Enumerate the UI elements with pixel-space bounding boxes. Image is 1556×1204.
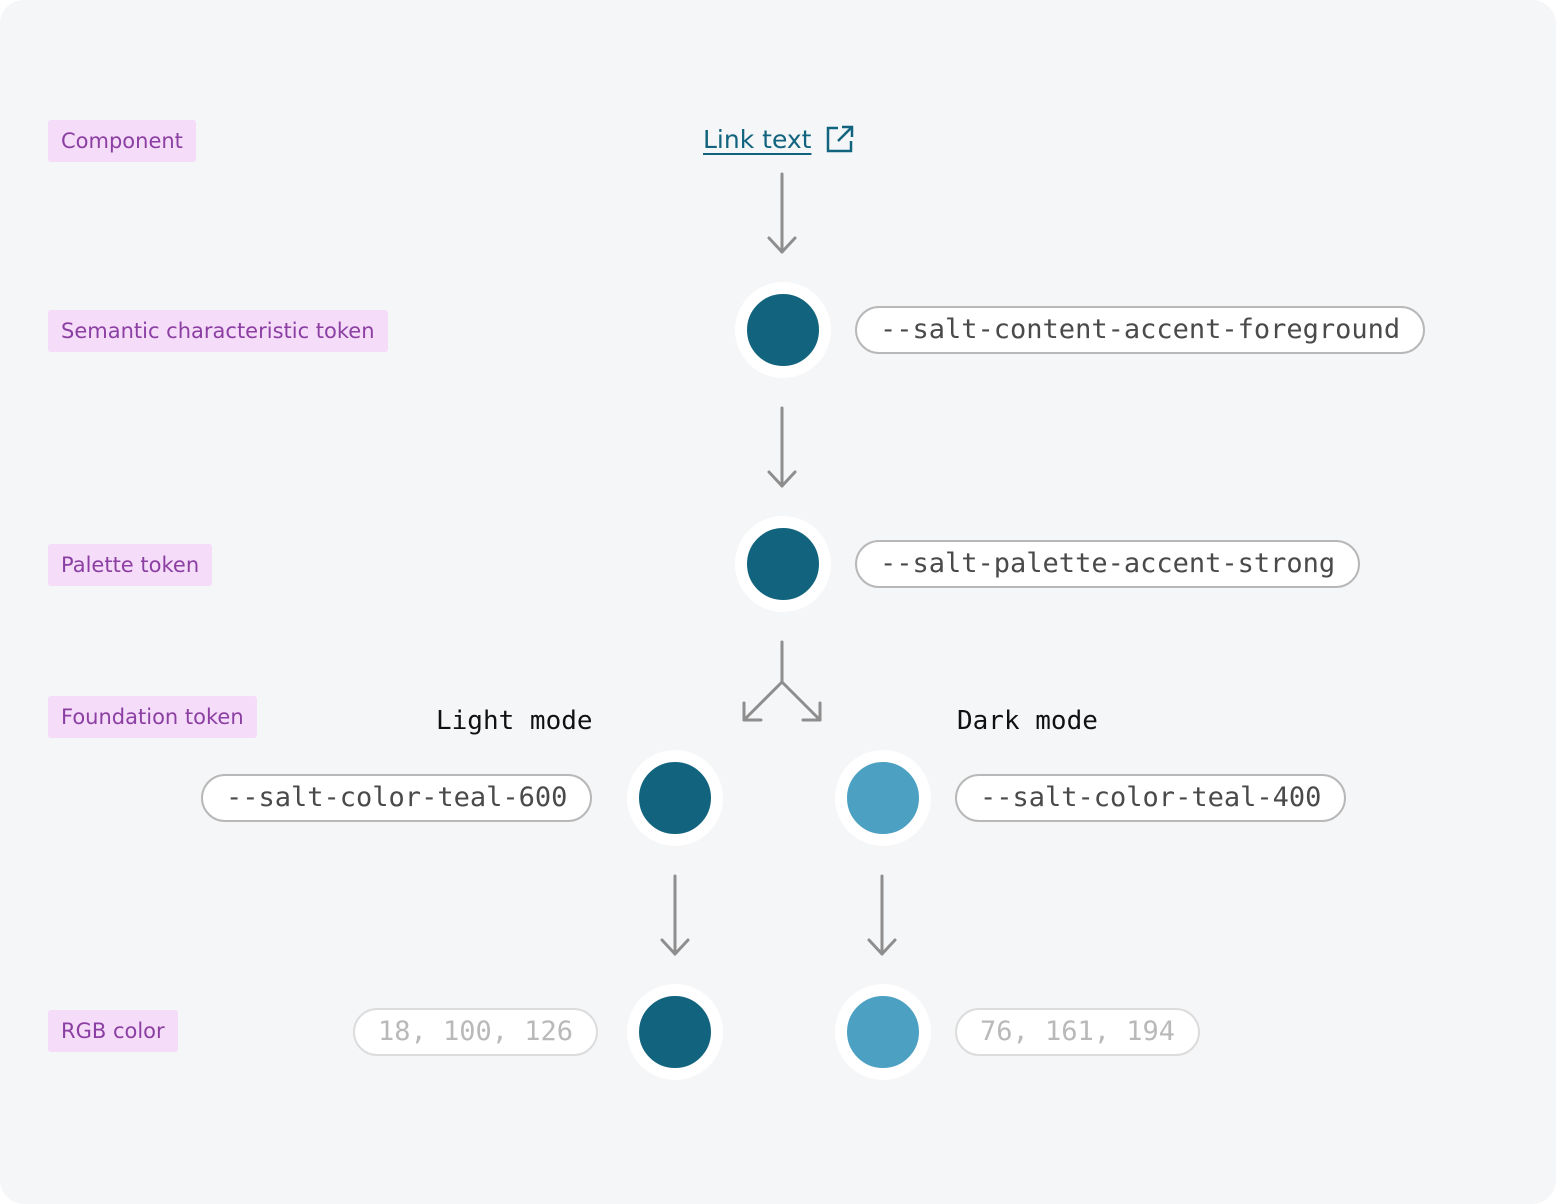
level-tag-foundation: Foundation token (48, 696, 257, 738)
level-tag-semantic: Semantic characteristic token (48, 310, 388, 352)
external-link-icon (825, 124, 855, 154)
swatch-light-foundation (627, 750, 723, 846)
token-pill-palette: --salt-palette-accent-strong (855, 540, 1361, 588)
token-pill-dark: --salt-color-teal-400 (955, 774, 1347, 822)
swatch-dark-foundation (835, 750, 931, 846)
level-tag-component: Component (48, 120, 196, 162)
level-tag-rgb: RGB color (48, 1010, 178, 1052)
swatch-semantic (735, 282, 831, 378)
rgb-pill-light: 18, 100, 126 (353, 1008, 599, 1056)
link-text[interactable]: Link text (703, 124, 812, 154)
mode-label-dark: Dark mode (957, 706, 1098, 736)
arrow-dark-to-rgb (867, 874, 897, 956)
swatch-palette (735, 516, 831, 612)
rgb-pill-dark: 76, 161, 194 (955, 1008, 1201, 1056)
arrow-component-to-semantic (767, 172, 797, 254)
level-tag-palette: Palette token (48, 544, 213, 586)
swatch-dark-rgb (835, 984, 931, 1080)
link-component[interactable]: Link text (703, 118, 855, 160)
arrow-palette-split (742, 640, 822, 722)
token-pill-semantic: --salt-content-accent-foreground (855, 306, 1426, 354)
arrow-light-to-rgb (660, 874, 690, 956)
arrow-semantic-to-palette (767, 406, 797, 488)
mode-label-light: Light mode (436, 706, 593, 736)
swatch-light-rgb (627, 984, 723, 1080)
token-pill-light: --salt-color-teal-600 (201, 774, 593, 822)
